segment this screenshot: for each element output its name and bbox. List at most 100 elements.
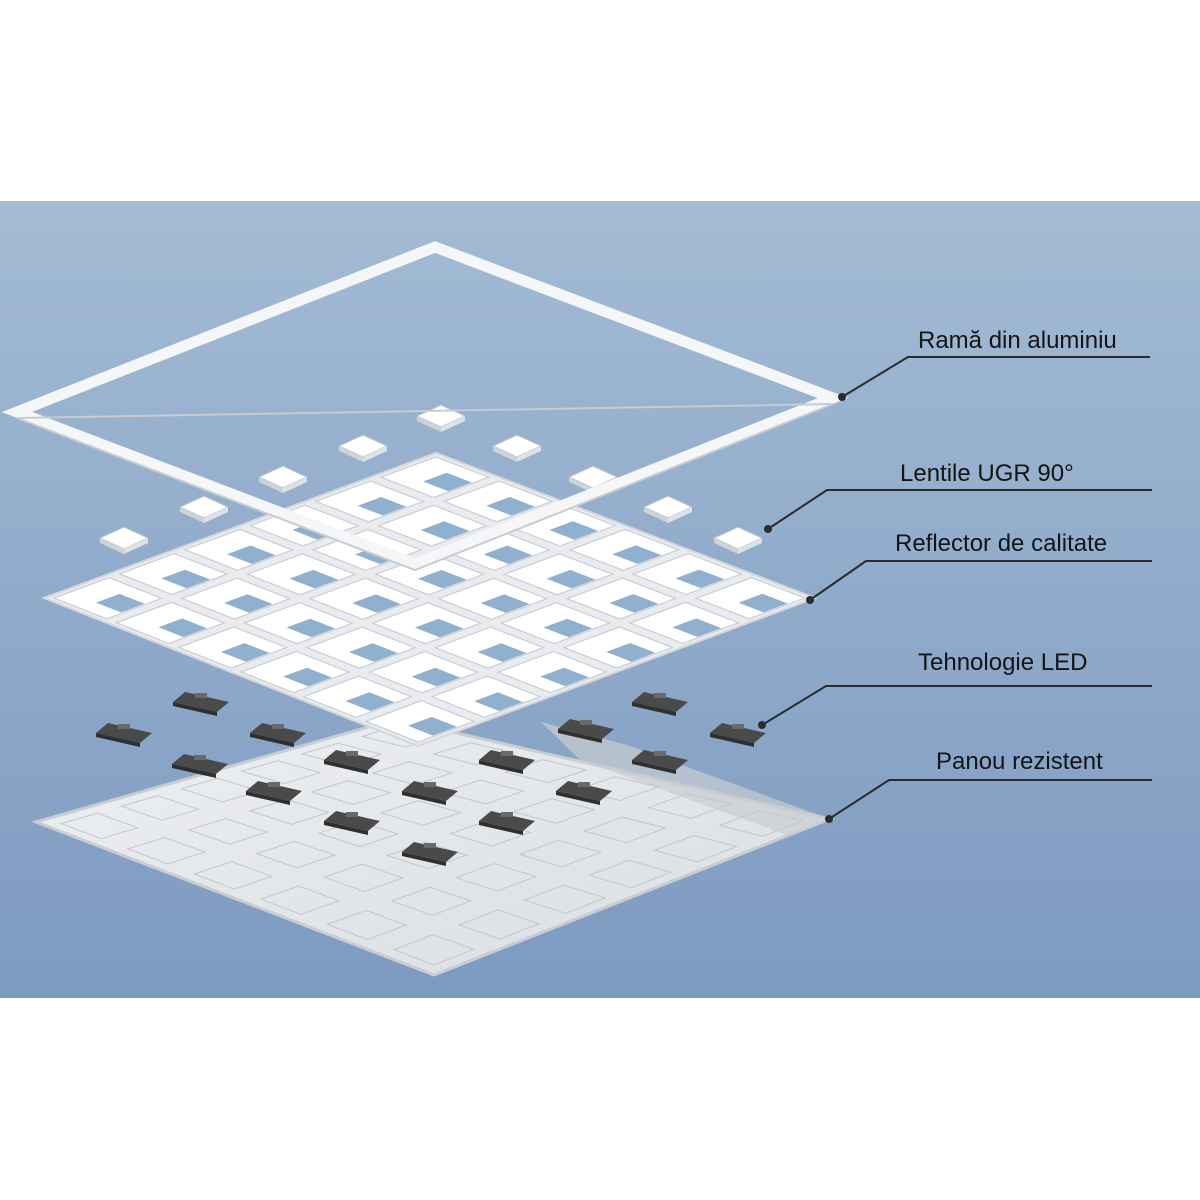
- reflector-cell: [367, 650, 480, 694]
- panel-cell: [187, 817, 269, 845]
- panel-cell: [392, 934, 475, 966]
- led-module: [402, 781, 458, 805]
- led-module: [632, 750, 688, 774]
- reflector-cell: [568, 528, 680, 571]
- reflector-cell: [313, 480, 426, 523]
- reflector-cell: [562, 626, 674, 669]
- reflector-cell: [631, 552, 744, 596]
- reflector-cell: [376, 504, 489, 547]
- callout-reflector: Reflector de calitate: [806, 530, 1152, 604]
- panel-led-modules: [246, 719, 688, 866]
- panel-cell: [119, 795, 201, 821]
- reflector-cell: [502, 553, 615, 596]
- panel-cell: [322, 863, 405, 893]
- reflector-cell: [379, 456, 491, 499]
- panel-cell: [588, 859, 673, 889]
- led-module: [324, 750, 380, 774]
- reflector-cell: [496, 650, 608, 694]
- reflector-cell: [308, 577, 420, 620]
- panel-cell: [370, 761, 454, 786]
- reflector-cell: [242, 601, 354, 645]
- callout-frame-label: Ramă din aluminiu: [918, 327, 1117, 354]
- reflector-body: [41, 451, 818, 748]
- callout-led-label: Tehnologie LED: [918, 649, 1087, 676]
- callout-lens-dot: [764, 525, 772, 533]
- lens: [642, 495, 694, 523]
- frame-layer: [1, 241, 849, 572]
- callout-panel: Panou rezistent: [825, 748, 1152, 823]
- panel-cell: [454, 863, 538, 892]
- panel-cell: [575, 776, 660, 802]
- callout-reflector-dot: [806, 596, 814, 604]
- lens: [257, 465, 309, 493]
- callout-frame-dot: [838, 393, 846, 401]
- panel-cell: [59, 812, 140, 840]
- reflector-cell: [245, 553, 357, 596]
- led-module: [402, 842, 458, 866]
- led-module: [632, 692, 688, 716]
- reflector-cell: [301, 675, 414, 719]
- panel-cell: [240, 760, 322, 785]
- led-module: [173, 692, 229, 716]
- led-module: [710, 723, 766, 747]
- reflector-cell: [565, 577, 678, 620]
- panel-cell: [126, 836, 207, 865]
- reflector-cell: [442, 480, 554, 523]
- reflector-cell: [239, 650, 351, 694]
- panel-cell: [309, 780, 392, 806]
- panel-cell: [718, 810, 805, 837]
- panel-cell: [582, 816, 668, 844]
- panel-grid: [59, 725, 805, 966]
- panel-cell: [441, 779, 525, 805]
- callout-frame: Ramă din aluminiu: [838, 327, 1150, 401]
- led-module: [556, 781, 612, 805]
- reflector-cell: [52, 577, 164, 620]
- panel-layer: [31, 717, 836, 977]
- reflector-cell: [305, 626, 417, 669]
- panel-cell: [457, 909, 541, 940]
- led-module: [479, 750, 535, 774]
- panel-cell: [448, 819, 533, 847]
- panel-cell: [192, 861, 274, 890]
- reflector-cell: [177, 626, 289, 669]
- led-module: [324, 811, 380, 835]
- panel-cell: [255, 840, 337, 869]
- panel-cell: [518, 839, 603, 868]
- callout-reflector-leader: [809, 560, 1152, 601]
- reflector-cell: [499, 601, 612, 645]
- callout-led-dot: [758, 721, 766, 729]
- callout-reflector-label: Reflector de calitate: [895, 530, 1107, 557]
- reflector-cell: [364, 700, 476, 743]
- callout-lens-leader: [767, 489, 1152, 530]
- reflector-cell: [117, 552, 229, 596]
- lens: [178, 495, 230, 523]
- panel-cell: [653, 834, 739, 863]
- panel-cell: [379, 800, 463, 826]
- panel-right-lip: [541, 722, 830, 836]
- reflector-cell: [694, 577, 807, 620]
- aluminium-frame: [1, 241, 849, 570]
- callout-led-leader: [761, 685, 1152, 726]
- lens: [98, 526, 150, 554]
- panel-cell: [259, 885, 341, 915]
- panel-cell: [512, 798, 597, 824]
- lens: [337, 434, 389, 462]
- reflector-cell: [433, 626, 546, 669]
- reflector-cell: [371, 602, 483, 645]
- callout-panel-label: Panou rezistent: [936, 748, 1103, 775]
- lens: [712, 526, 764, 554]
- reflector-cell: [180, 577, 292, 620]
- reflector-cell: [114, 601, 226, 645]
- callout-frame-leader: [841, 356, 1150, 398]
- callout-lens-label: Lentile UGR 90°: [900, 460, 1074, 487]
- reflector-cell: [436, 577, 549, 620]
- callout-panel-dot: [825, 815, 833, 823]
- panel-cell: [522, 884, 607, 914]
- callout-lens: Lentile UGR 90°: [764, 460, 1152, 533]
- led-module: [479, 811, 535, 835]
- panel-cell: [646, 793, 732, 819]
- lens: [491, 434, 543, 462]
- led-module: [96, 723, 152, 747]
- reflector-cell: [628, 601, 741, 645]
- reflector-cell: [183, 528, 295, 571]
